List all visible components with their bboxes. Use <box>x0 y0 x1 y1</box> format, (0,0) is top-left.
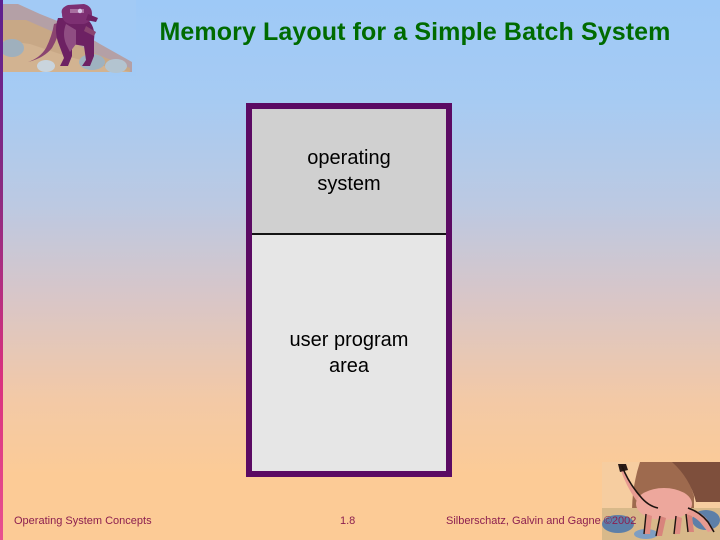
memory-region-label: operating system <box>307 145 390 197</box>
purple-dinosaur-icon <box>0 0 136 76</box>
footer-copyright: Silberschatz, Galvin and Gagne ©2002 <box>446 515 637 527</box>
slide-footer: Operating System Concepts 1.8 Silberscha… <box>0 500 720 540</box>
user-label-line1: user program <box>289 329 409 351</box>
footer-page-number: 1.8 <box>340 515 356 527</box>
footer-book-title: Operating System Concepts <box>14 515 152 527</box>
user-label-line2: area <box>328 355 370 377</box>
left-edge-accent-line <box>0 0 3 540</box>
os-label-line1: operating <box>307 147 391 169</box>
memory-region-operating-system: operating system <box>252 109 446 235</box>
page-title: Memory Layout for a Simple Batch System <box>159 18 671 46</box>
pink-dinosaur-icon <box>602 462 720 540</box>
memory-region-label: user program area <box>290 327 409 379</box>
os-label-line2: system <box>317 173 381 195</box>
memory-region-user-program-area: user program area <box>252 235 446 471</box>
memory-layout-diagram: operating system user program area <box>246 103 452 477</box>
